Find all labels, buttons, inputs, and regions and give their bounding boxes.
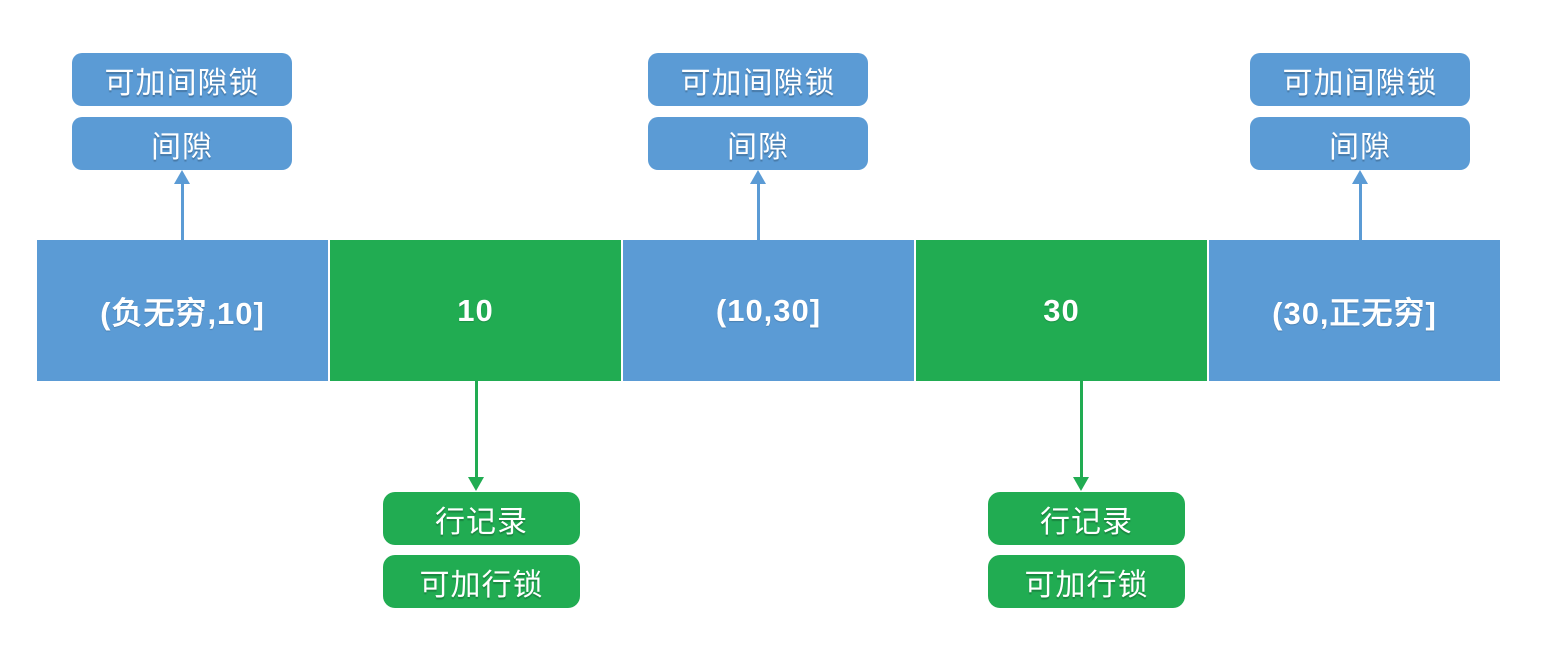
gap-label: 间隙	[648, 117, 868, 170]
gap-segment: (30,正无穷]	[1209, 240, 1500, 381]
gap-label: 间隙	[1250, 117, 1470, 170]
row-lock-label: 可加行锁	[988, 555, 1185, 608]
gap-lock-label: 可加间隙锁	[72, 53, 292, 106]
record-segment: 10	[330, 240, 621, 381]
gap-lock-label: 可加间隙锁	[648, 53, 868, 106]
gap-lock-label: 可加间隙锁	[1250, 53, 1470, 106]
row-record-label: 行记录	[988, 492, 1185, 545]
gap-callout-middle: 可加间隙锁 间隙	[648, 53, 868, 181]
gap-segment: (负无穷,10]	[37, 240, 328, 381]
gap-callout-right: 可加间隙锁 间隙	[1250, 53, 1470, 181]
record-callout-right: 行记录 可加行锁	[988, 492, 1185, 618]
row-lock-label: 可加行锁	[383, 555, 580, 608]
number-line-bar: (负无穷,10] 10 (10,30] 30 (30,正无穷]	[37, 240, 1500, 381]
record-callout-left: 行记录 可加行锁	[383, 492, 580, 618]
down-arrow-icon	[1073, 381, 1089, 491]
row-record-label: 行记录	[383, 492, 580, 545]
down-arrow-icon	[468, 381, 484, 491]
up-arrow-icon	[174, 170, 190, 240]
record-segment: 30	[916, 240, 1207, 381]
gap-segment: (10,30]	[623, 240, 914, 381]
up-arrow-icon	[1352, 170, 1368, 240]
up-arrow-icon	[750, 170, 766, 240]
gap-callout-left: 可加间隙锁 间隙	[72, 53, 292, 181]
gap-label: 间隙	[72, 117, 292, 170]
